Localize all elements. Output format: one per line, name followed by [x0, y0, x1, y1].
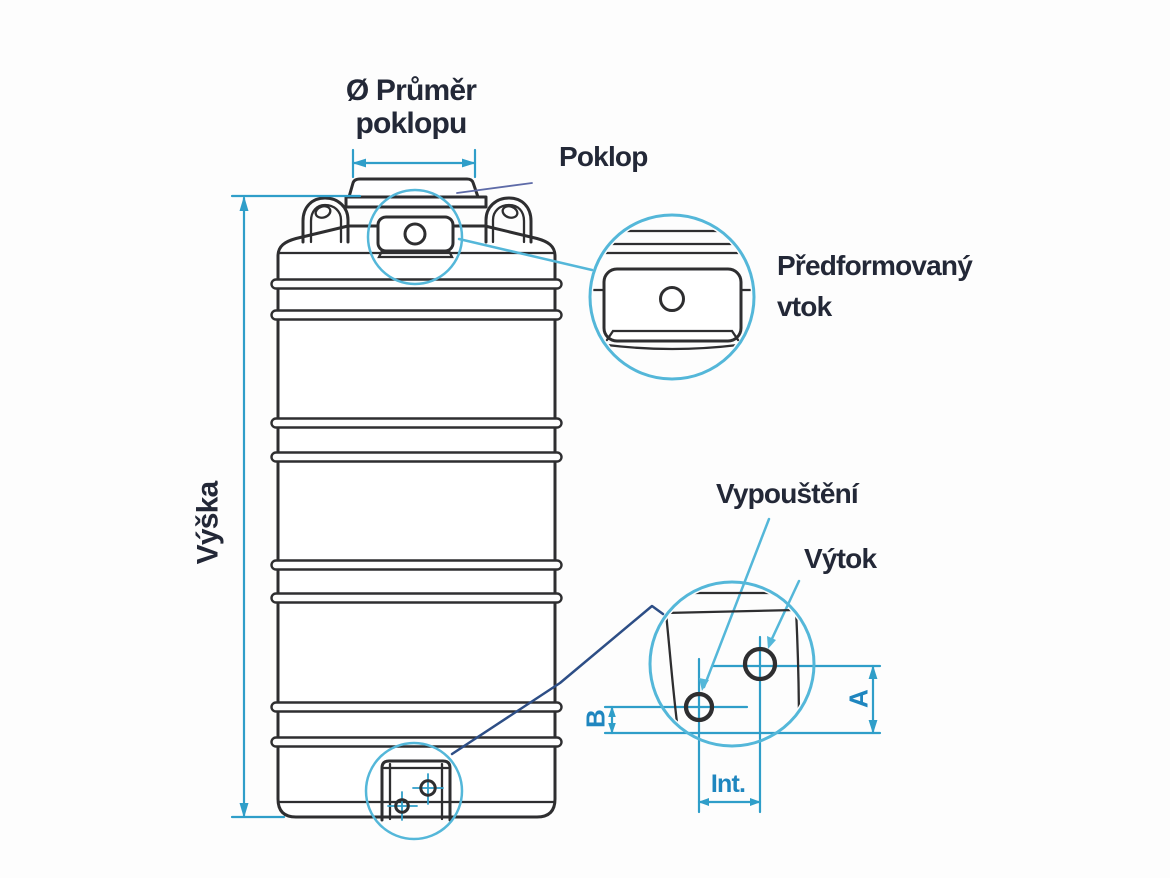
- left-handle: [301, 196, 350, 244]
- height-dimension: [230, 194, 362, 819]
- draining-hole: [683, 691, 715, 723]
- inlet-highlight-circle: [366, 188, 464, 286]
- outflow-leader-line: [768, 579, 801, 645]
- draining-leader-line: [702, 517, 771, 689]
- preformed-inlet-label-line1: Předformovaný: [777, 250, 973, 281]
- outlet-highlight-circle: [364, 741, 464, 841]
- lid-diameter-label: Ø Průměr poklopu: [345, 74, 477, 140]
- preformed-inlet-label-line2: vtok: [777, 291, 832, 322]
- dimension-lines: [230, 148, 882, 819]
- lid-leader-line: [456, 182, 533, 194]
- outflow-label: Výtok: [804, 543, 877, 574]
- inlet-detail-body: [602, 267, 743, 343]
- draining-label: Vypouštění: [716, 478, 859, 509]
- inlet-on-tank: [366, 188, 464, 286]
- tank-drawing: [270, 177, 563, 841]
- preformed-inlet-label: Předformovaný vtok: [777, 245, 973, 327]
- lid-diameter-label-line2: poklopu: [355, 107, 467, 140]
- outlet-leader-line: [450, 604, 665, 756]
- inlet-leader-line: [457, 237, 594, 272]
- outlet-dimensions: [603, 635, 882, 814]
- outflow-leader-arrow: [767, 636, 776, 649]
- lid-diameter-dimension: [351, 148, 477, 179]
- tank-ribs: [270, 278, 563, 748]
- dim-a-label: A: [843, 690, 874, 708]
- lid-shape: [347, 177, 480, 199]
- draining-leader-arrow: [699, 678, 709, 691]
- tank-body-outline: [276, 224, 557, 819]
- leader-lines: [450, 182, 801, 756]
- outlet-on-tank: [364, 741, 464, 841]
- right-handle: [484, 196, 533, 244]
- height-label: Výška: [191, 481, 225, 565]
- outflow-hole: [742, 646, 778, 682]
- dim-b-label: B: [580, 710, 611, 728]
- lid-diameter-label-line1: Ø Průměr: [345, 74, 477, 107]
- inlet-detail-circle: [588, 213, 756, 381]
- outlet-detail-circle: [648, 580, 816, 748]
- dim-int-label: Int.: [710, 770, 746, 798]
- inlet-detail-hole: [659, 286, 685, 312]
- lid-label: Poklop: [559, 141, 648, 172]
